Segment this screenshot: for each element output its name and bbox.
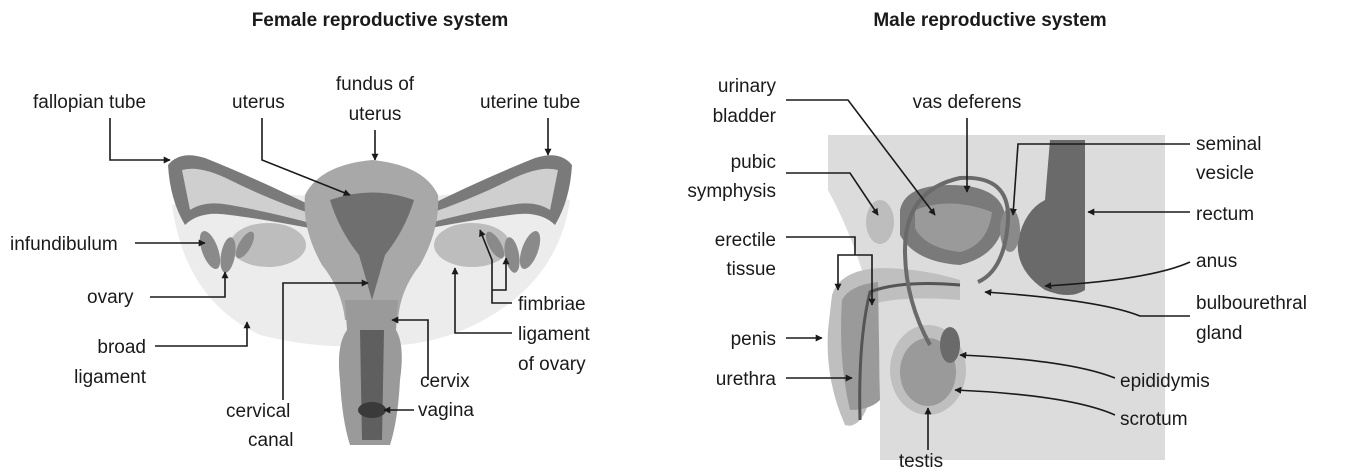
label-fallopian-tube: fallopian tube xyxy=(33,92,146,113)
label-scrotum: scrotum xyxy=(1120,409,1188,430)
label-vas-deferens: vas deferens xyxy=(913,92,1022,113)
label-urinary-line2: bladder xyxy=(713,106,777,127)
label-seminal-line1: seminal xyxy=(1196,134,1261,155)
label-rectum: rectum xyxy=(1196,204,1254,225)
label-ovary: ovary xyxy=(87,287,134,308)
label-ligament-ovary-line2: of ovary xyxy=(518,354,586,375)
label-urethra: urethra xyxy=(716,369,777,390)
label-infundibulum: infundibulum xyxy=(10,234,118,255)
label-seminal-line2: vesicle xyxy=(1196,163,1254,184)
label-pubic-line1: pubic xyxy=(731,152,776,173)
label-uterus: uterus xyxy=(232,92,285,113)
label-uterine-tube: uterine tube xyxy=(480,92,580,113)
label-fimbriae: fimbriae xyxy=(518,294,586,315)
label-epididymis: epididymis xyxy=(1120,371,1210,392)
label-broad-line1: broad xyxy=(97,337,146,358)
male-title: Male reproductive system xyxy=(873,10,1106,31)
label-testis: testis xyxy=(899,451,943,472)
label-penis: penis xyxy=(731,329,776,350)
label-anus: anus xyxy=(1196,251,1237,272)
male-illustration xyxy=(828,135,1165,460)
label-fundus-line1: fundus of xyxy=(336,74,415,95)
label-pubic-line2: symphysis xyxy=(687,181,776,202)
pubic-bone-shape xyxy=(866,200,894,244)
label-bulbourethral-line2: gland xyxy=(1196,323,1243,344)
label-cervical-line2: canal xyxy=(248,430,293,451)
label-urinary-line1: urinary xyxy=(718,76,777,97)
label-erectile-line1: erectile xyxy=(715,230,776,251)
female-title: Female reproductive system xyxy=(252,10,509,31)
label-fundus-line2: uterus xyxy=(349,104,402,125)
label-ligament-ovary-line1: ligament xyxy=(518,324,591,345)
label-broad-line2: ligament xyxy=(74,367,147,388)
label-bulbourethral-line1: bulbourethral xyxy=(1196,293,1307,314)
label-vagina: vagina xyxy=(418,400,474,421)
label-cervical-line1: cervical xyxy=(226,401,290,422)
label-erectile-line2: tissue xyxy=(726,259,776,280)
epididymis-shape xyxy=(940,327,960,363)
